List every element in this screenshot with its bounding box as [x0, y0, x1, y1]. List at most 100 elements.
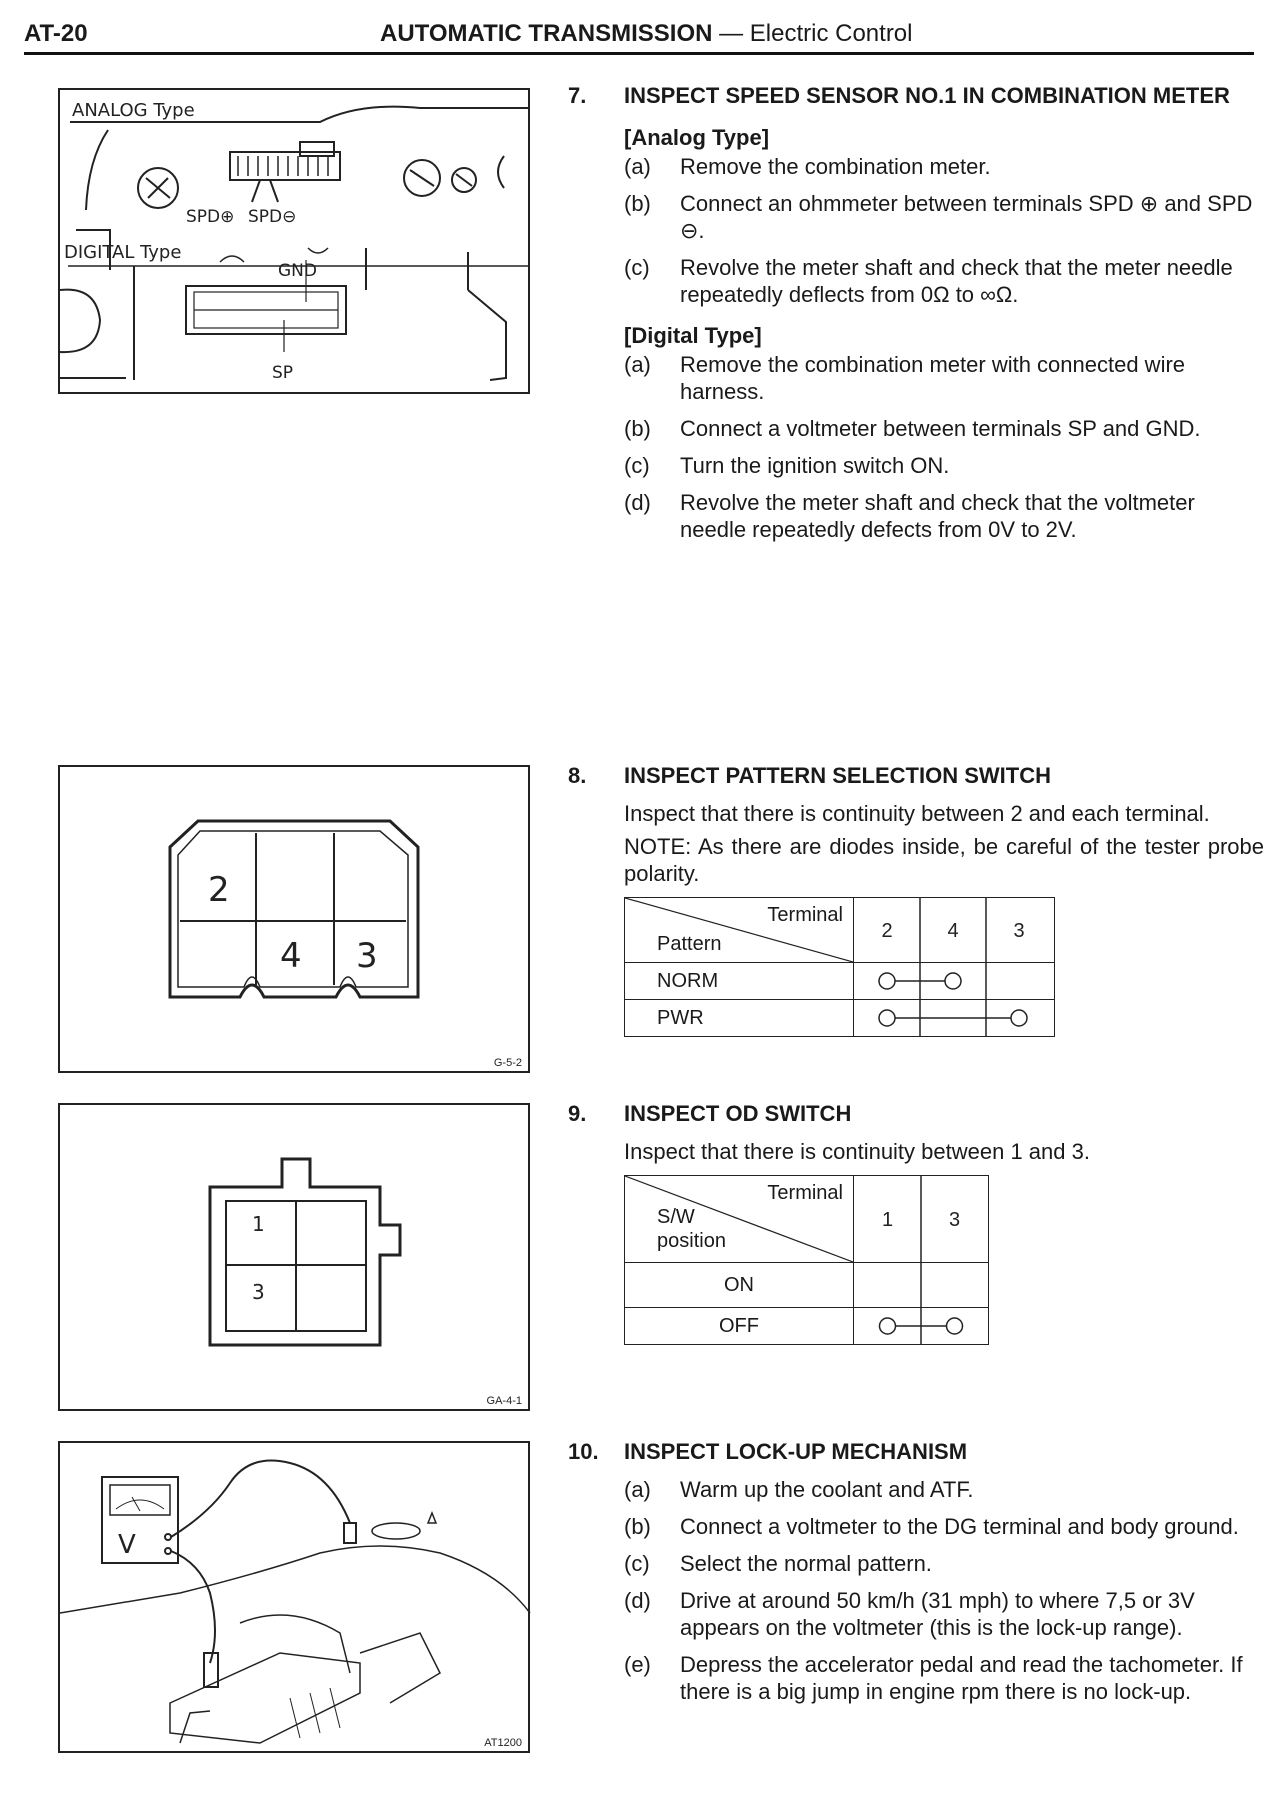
- section-title: INSPECT PATTERN SELECTION SWITCH: [624, 763, 1051, 788]
- terminal-circle: [878, 1009, 896, 1027]
- page-header: AT-20 AUTOMATIC TRANSMISSION — Electric …: [24, 18, 1254, 55]
- section-8-instruction: Inspect that there is continuity between…: [624, 801, 1210, 826]
- terminal-header-row: 2 4 3: [881, 898, 1025, 962]
- list-item: (a) Remove the combination meter.: [624, 153, 1264, 180]
- section-9-instruction: Inspect that there is continuity between…: [624, 1139, 1090, 1164]
- terminal-column-header: 3: [949, 1209, 960, 1231]
- continuity-diagram: [878, 963, 987, 999]
- step-text: Select the normal pattern.: [680, 1551, 932, 1576]
- step-label: (c): [624, 1551, 650, 1576]
- section-number: 9.: [568, 1101, 587, 1126]
- step-label: (c): [624, 255, 650, 280]
- step-text: Revolve the meter shaft and check that t…: [680, 490, 1195, 542]
- step-text: Connect an ohmmeter between terminals SP…: [680, 191, 1253, 243]
- terminal-column-header: 2: [881, 920, 892, 942]
- terminal-2-label: 2: [208, 870, 230, 910]
- sp-label: SP: [272, 363, 293, 383]
- figure-pattern-switch-connector: 2 4 3 G-5-2: [58, 765, 530, 1073]
- section-number: 10.: [568, 1439, 599, 1464]
- step-label: (b): [624, 416, 651, 441]
- terminal-3-label: 3: [356, 936, 378, 976]
- table-header-corner: Terminal Pattern: [624, 897, 854, 963]
- section-8: 8. INSPECT PATTERN SELECTION SWITCH Insp…: [568, 762, 1264, 1082]
- list-item: (b) Connect a voltmeter between terminals…: [624, 415, 1264, 442]
- figure-combination-meter: ANALOG Type DIGITAL Type SPD⊕ SPD⊖ GND S…: [58, 88, 530, 394]
- terminal-column-header: 1: [882, 1209, 893, 1231]
- step-text: Remove the combination meter with connec…: [680, 352, 1186, 404]
- od-connector-drawing: 1 3: [208, 1157, 402, 1347]
- list-item: (e) Depress the accelerator pedal and rea…: [624, 1651, 1264, 1705]
- header-sw: S/W: [657, 1206, 695, 1228]
- digital-type-label: DIGITAL Type: [64, 242, 181, 263]
- step-label: (e): [624, 1652, 651, 1677]
- terminal-circle: [1010, 1009, 1028, 1027]
- step-text: Revolve the meter shaft and check that t…: [680, 255, 1233, 307]
- table-header-corner: Terminal S/W position: [624, 1175, 854, 1263]
- spd-minus-label: SPD⊖: [248, 207, 296, 227]
- section-number: 7.: [568, 83, 587, 108]
- step-text: Turn the ignition switch ON.: [680, 453, 950, 478]
- list-item: (b)Connect a voltmeter to the DG termina…: [624, 1513, 1264, 1540]
- header-terminal: Terminal: [767, 1182, 843, 1204]
- figure-lockup-voltmeter: V AT1200: [58, 1441, 531, 1753]
- list-item: (b) Connect an ohmmeter between terminals…: [624, 190, 1264, 244]
- list-item: (c) Select the normal pattern.: [624, 1550, 1264, 1577]
- analog-step-list: (a) Remove the combination meter. (b) Conne…: [624, 153, 1264, 308]
- step-label: (a): [624, 154, 651, 179]
- list-item: (c) Revolve the meter shaft and check tha…: [624, 254, 1264, 308]
- section-8-note: NOTE: As there are diodes inside, be car…: [624, 834, 1264, 886]
- page-number: AT-20: [24, 20, 88, 47]
- section-10: 10. INSPECT LOCK-UP MECHANISM (a)Warm up…: [568, 1438, 1258, 1778]
- digital-step-list: (a)Remove the combination meter with con…: [624, 351, 1264, 543]
- list-item: (a)Remove the combination meter with con…: [624, 351, 1264, 405]
- terminal-circle: [944, 972, 962, 990]
- step-text: Depress the accelerator pedal and read t…: [680, 1652, 1243, 1704]
- step-label: (d): [624, 1588, 651, 1613]
- step-text: Warm up the coolant and ATF.: [680, 1477, 974, 1502]
- terminal-column-header: 4: [947, 920, 958, 942]
- figure-code: G-5-2: [493, 1057, 522, 1069]
- header-position: position: [657, 1230, 726, 1252]
- list-item: (a)Warm up the coolant and ATF.: [624, 1476, 1264, 1503]
- header-pattern: Pattern: [657, 933, 722, 955]
- step-label: (d): [624, 490, 651, 515]
- section-title: INSPECT SPEED SENSOR NO.1 IN COMBINATION…: [624, 83, 1230, 108]
- combination-meter-drawing: ANALOG Type DIGITAL Type SPD⊕ SPD⊖ GND S…: [60, 100, 530, 383]
- step-text: Connect a voltmeter to the DG terminal a…: [680, 1514, 1239, 1539]
- lockup-step-list: (a)Warm up the coolant and ATF. (b)Connec…: [624, 1476, 1264, 1705]
- continuity-diagram: [878, 1308, 964, 1344]
- step-text: Remove the combination meter.: [680, 154, 991, 179]
- title-main: AUTOMATIC TRANSMISSION: [380, 20, 713, 47]
- figure-code: AT1200: [484, 1737, 522, 1749]
- table-terminal-columns: 2 4 3: [853, 897, 1055, 963]
- step-label: (c): [624, 453, 650, 478]
- list-item: (d) Revolve the meter shaft and check tha…: [624, 489, 1264, 543]
- terminal-circle: [945, 1317, 964, 1335]
- table-row: OFF: [624, 1307, 854, 1345]
- continuity-cell: [853, 999, 1055, 1037]
- voltmeter-v-label: V: [118, 1530, 136, 1560]
- step-label: (b): [624, 191, 651, 216]
- analog-type-label: ANALOG Type: [72, 100, 195, 121]
- digital-type-heading: [Digital Type]: [624, 323, 762, 348]
- figure-code: GA-4-1: [486, 1395, 522, 1407]
- terminal-4-label: 4: [280, 936, 302, 976]
- title-sub: — Electric Control: [712, 20, 913, 47]
- section-number: 8.: [568, 763, 587, 788]
- section-title: INSPECT OD SWITCH: [624, 1101, 852, 1126]
- continuity-cell: [853, 962, 1055, 1000]
- terminal-column-header: 3: [1013, 920, 1024, 942]
- terminal-circle: [878, 1317, 897, 1335]
- header-terminal: Terminal: [767, 904, 843, 926]
- list-item: (c) Turn the ignition switch ON.: [624, 452, 1264, 479]
- spd-plus-label: SPD⊕: [186, 207, 234, 227]
- list-item: (d)Drive at around 50 km/h (31 mph) to w…: [624, 1587, 1264, 1641]
- pattern-connector-drawing: 2 4 3: [168, 819, 420, 999]
- terminal-circle: [878, 972, 896, 990]
- table-row: ON: [624, 1262, 854, 1308]
- header-diagonal: [625, 1176, 853, 1262]
- step-text: Connect a voltmeter between terminals SP…: [680, 416, 1201, 441]
